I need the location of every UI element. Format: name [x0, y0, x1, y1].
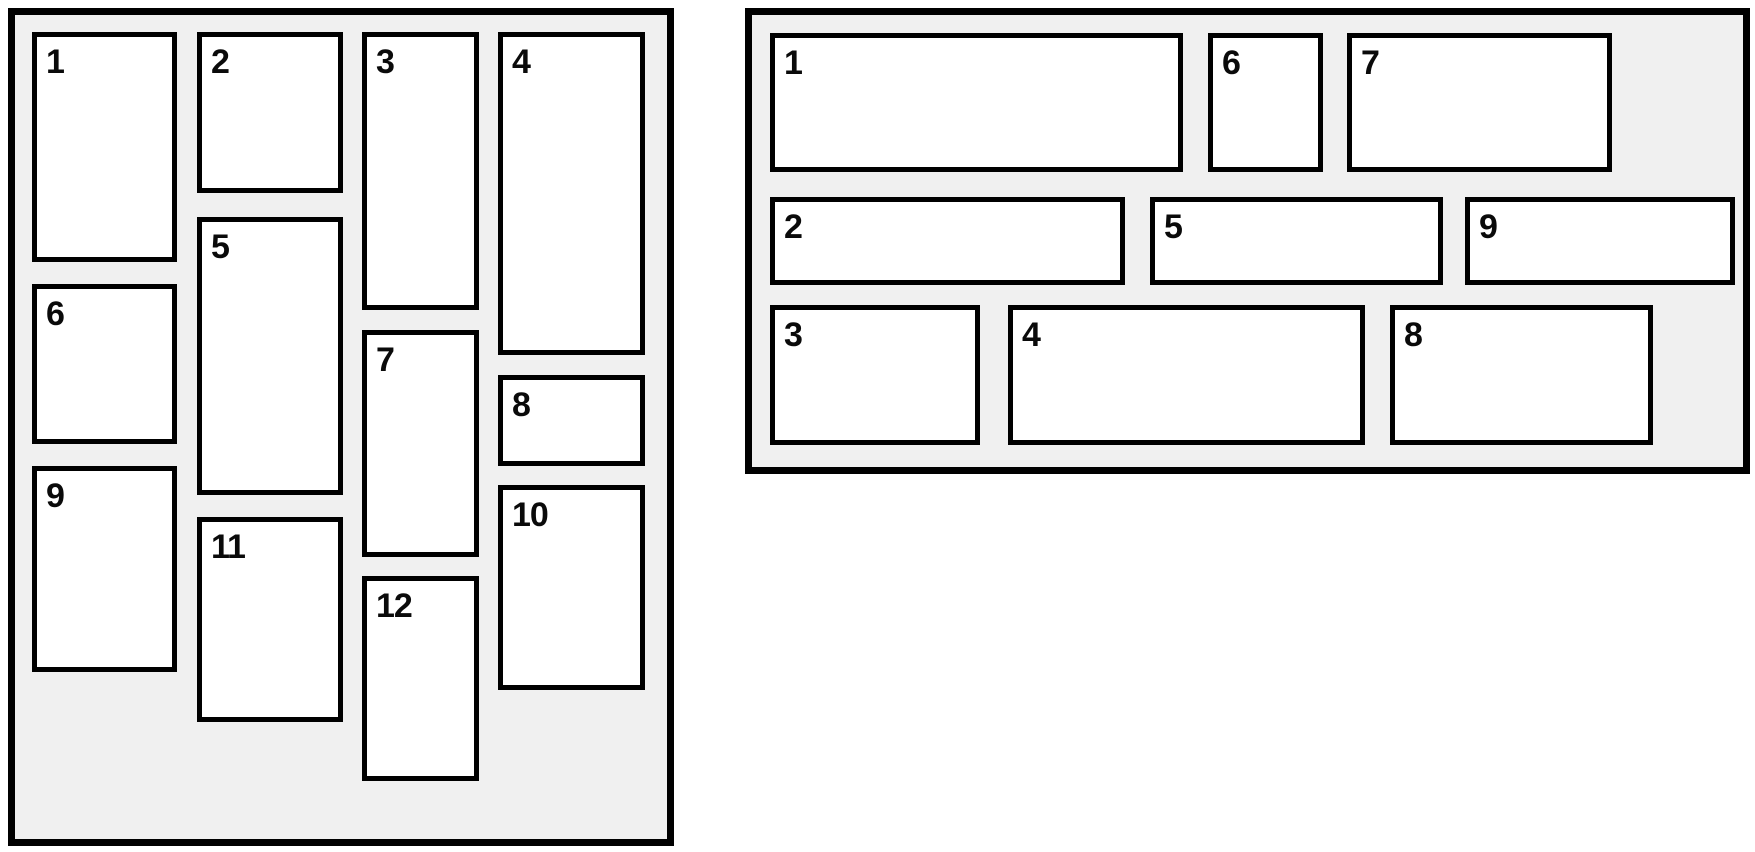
tile-number-label: 9 — [1479, 208, 1498, 246]
masonry-tile-horizontal-masonry-6: 6 — [1208, 33, 1323, 172]
masonry-tile-vertical-masonry-1: 1 — [32, 32, 177, 262]
tile-number-label: 11 — [211, 528, 246, 566]
tile-number-label: 3 — [784, 316, 803, 354]
masonry-tile-vertical-masonry-7: 7 — [362, 330, 479, 557]
masonry-tile-horizontal-masonry-3: 3 — [770, 305, 980, 445]
tile-number-label: 8 — [512, 386, 531, 424]
tile-number-label: 10 — [512, 496, 549, 534]
masonry-tile-vertical-masonry-4: 4 — [498, 32, 645, 355]
masonry-tile-vertical-masonry-9: 9 — [32, 466, 177, 672]
tile-number-label: 12 — [376, 587, 413, 625]
tile-number-label: 2 — [211, 43, 230, 81]
tile-number-label: 3 — [376, 43, 395, 81]
masonry-tile-vertical-masonry-2: 2 — [197, 32, 343, 193]
masonry-tile-vertical-masonry-12: 12 — [362, 576, 479, 781]
masonry-tile-horizontal-masonry-7: 7 — [1347, 33, 1612, 172]
tile-number-label: 6 — [1222, 44, 1241, 82]
masonry-tile-vertical-masonry-10: 10 — [498, 485, 645, 690]
tile-number-label: 6 — [46, 295, 65, 333]
tile-number-label: 7 — [376, 341, 395, 379]
tile-number-label: 2 — [784, 208, 803, 246]
masonry-tile-horizontal-masonry-8: 8 — [1390, 305, 1653, 445]
masonry-tile-vertical-masonry-8: 8 — [498, 375, 645, 466]
horizontal-masonry-panel: 1 2 3 4 5 6 7 8 9 — [745, 8, 1750, 474]
tile-number-label: 1 — [784, 44, 803, 82]
masonry-tile-vertical-masonry-5: 5 — [197, 217, 343, 495]
tile-number-label: 4 — [512, 43, 531, 81]
tile-number-label: 1 — [46, 43, 65, 81]
masonry-tile-horizontal-masonry-1: 1 — [770, 33, 1183, 172]
masonry-tile-vertical-masonry-11: 11 — [197, 517, 343, 722]
masonry-tile-horizontal-masonry-2: 2 — [770, 197, 1125, 285]
tile-number-label: 8 — [1404, 316, 1423, 354]
masonry-tile-horizontal-masonry-4: 4 — [1008, 305, 1365, 445]
tile-number-label: 5 — [211, 228, 230, 266]
tile-number-label: 9 — [46, 477, 65, 515]
masonry-tile-vertical-masonry-6: 6 — [32, 284, 177, 444]
tile-number-label: 7 — [1361, 44, 1380, 82]
masonry-tile-horizontal-masonry-9: 9 — [1465, 197, 1735, 285]
tile-number-label: 4 — [1022, 316, 1041, 354]
masonry-tile-horizontal-masonry-5: 5 — [1150, 197, 1443, 285]
tile-number-label: 5 — [1164, 208, 1183, 246]
masonry-tile-vertical-masonry-3: 3 — [362, 32, 479, 310]
